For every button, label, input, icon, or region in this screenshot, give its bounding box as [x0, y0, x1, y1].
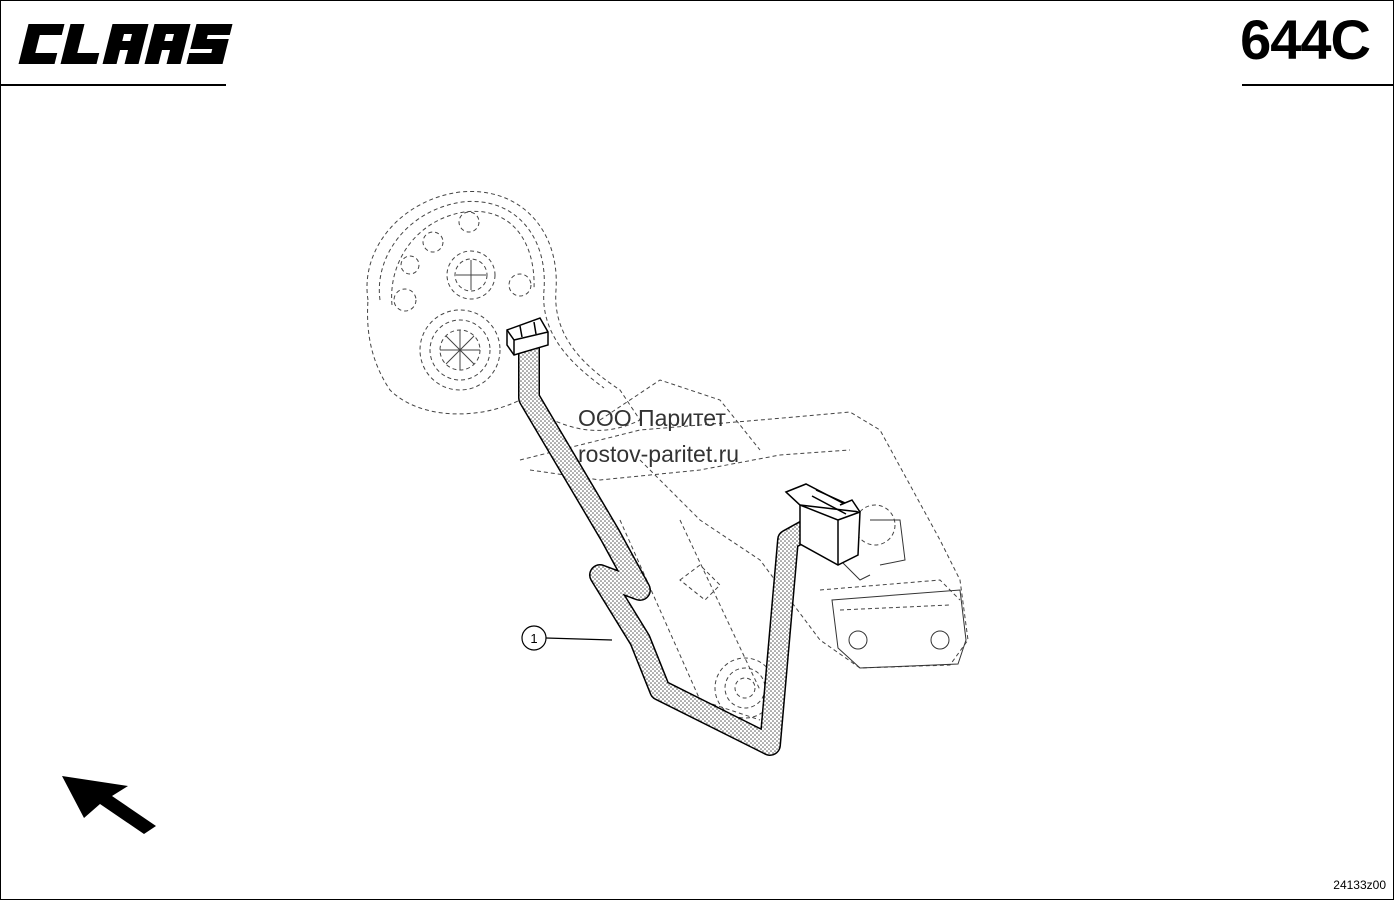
handle-connector: [506, 317, 549, 356]
page-code: 644C: [1240, 8, 1371, 71]
page-code-underline: [1242, 84, 1394, 86]
watermark-website: rostov-paritet.ru: [578, 441, 740, 467]
drawing-number: 24133z00: [1333, 878, 1386, 892]
button-spokes: [440, 260, 486, 370]
console-connector: [784, 483, 861, 566]
console-solid-details: [831, 519, 967, 669]
watermark-company: ООО Паритет: [578, 405, 726, 431]
logo-underline: [0, 84, 226, 86]
claas-logo: [18, 24, 233, 64]
watermark: ООО Паритет rostov-paritet.ru: [578, 400, 739, 472]
control-handle-outline: [366, 190, 641, 431]
callout-1-number: 1: [530, 631, 537, 646]
direction-arrow-icon: [62, 776, 156, 834]
callout-1: [521, 625, 613, 651]
